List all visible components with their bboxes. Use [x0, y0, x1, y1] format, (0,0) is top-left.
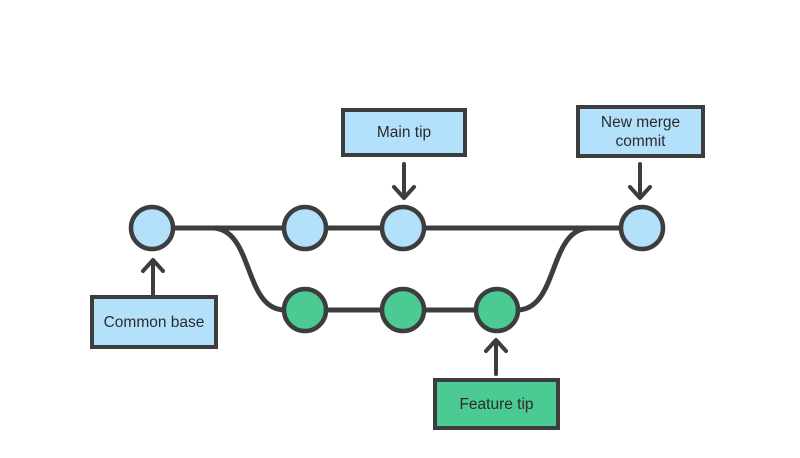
merge-in-curve — [516, 225, 591, 313]
branch-out-curve — [211, 225, 286, 313]
commit-node-feature-1 — [281, 286, 329, 334]
commit-node-feature-tip — [473, 286, 521, 334]
main-tip-label-box: Main tip — [341, 108, 467, 157]
commit-node-feature-2 — [379, 286, 427, 334]
main-tip-label: Main tip — [376, 124, 432, 141]
common-base-label-box: Common base — [90, 295, 218, 349]
commit-node-new-merge-commit — [618, 204, 666, 252]
new-merge-commit-arrow-down-icon — [628, 162, 652, 200]
new-merge-commit-label-box: New merge commit — [576, 105, 705, 158]
feature-tip-label: Feature tip — [459, 395, 534, 413]
new-merge-commit-label: New merge commit — [600, 113, 681, 150]
commit-node-main-2 — [281, 204, 329, 252]
common-base-arrow-up-icon — [141, 258, 165, 296]
feature-tip-label-box: Feature tip — [433, 378, 560, 430]
commit-node-main-tip — [379, 204, 427, 252]
main-tip-arrow-down-icon — [392, 162, 416, 200]
feature-tip-arrow-up-icon — [484, 338, 508, 376]
commit-node-common-base — [128, 204, 176, 252]
common-base-label: Common base — [103, 313, 205, 331]
